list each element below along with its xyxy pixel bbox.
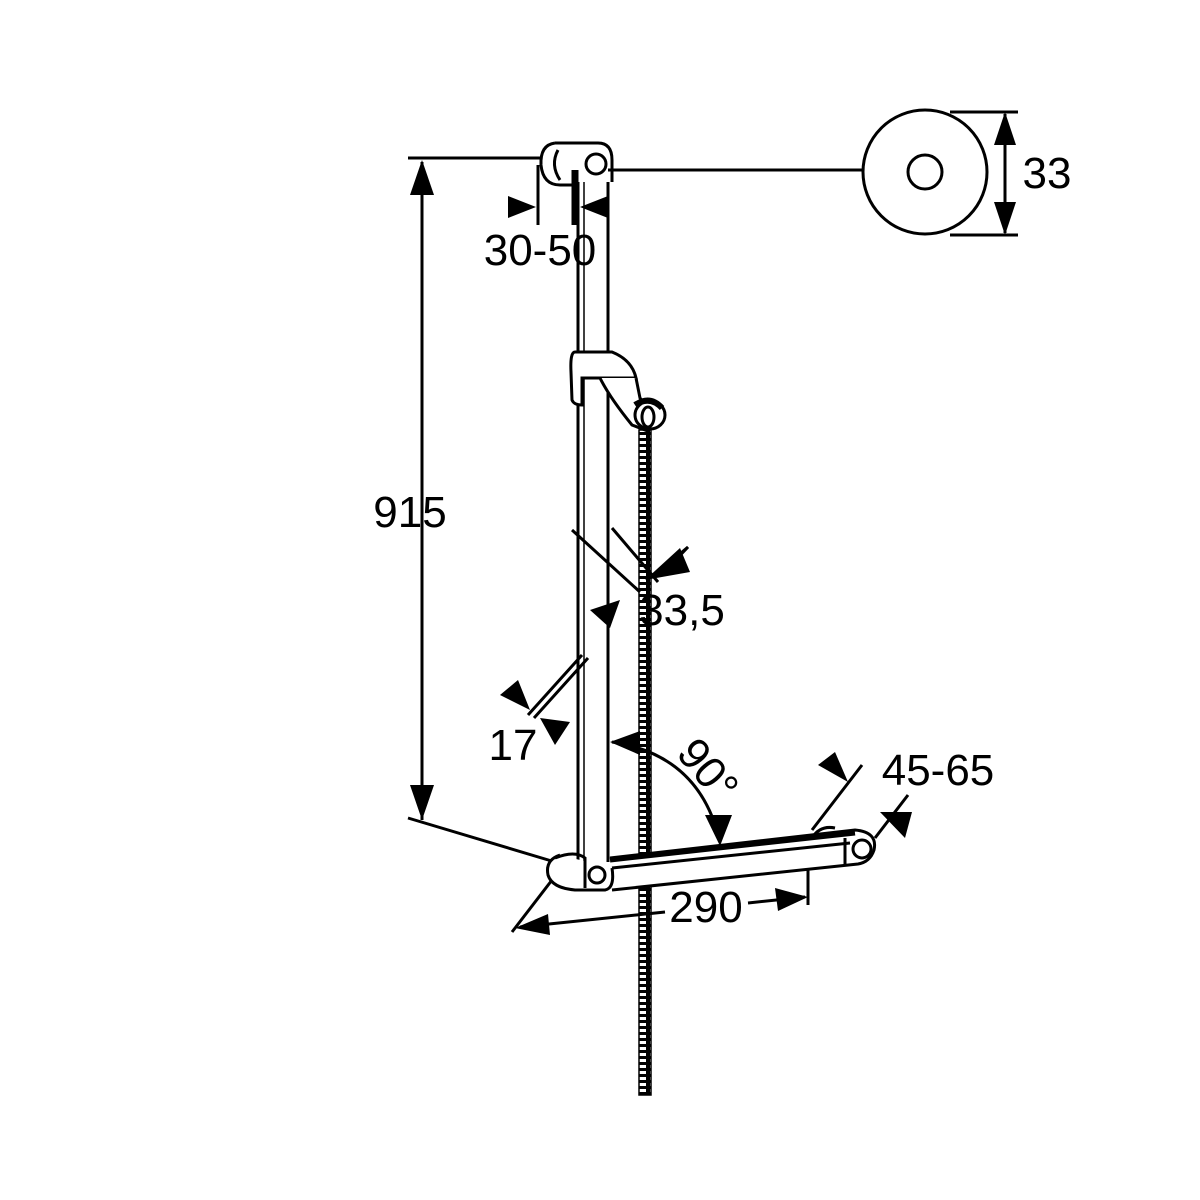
label-wall-distance: 30-50 — [484, 226, 597, 275]
label-rail-height: 915 — [373, 488, 446, 537]
height-dimension — [407, 156, 556, 864]
label-rail-width: 17 — [489, 721, 538, 770]
bottom-shelf — [546, 826, 877, 892]
shelf-depth-dimension — [810, 752, 912, 839]
rail-width-dimension — [500, 653, 590, 745]
shower-rail — [576, 182, 610, 862]
slider-holder — [569, 350, 667, 433]
label-rosette-diameter: 33 — [1023, 149, 1072, 198]
label-shelf-depth: 45-65 — [882, 746, 995, 795]
angle-dimension — [610, 731, 732, 846]
label-shelf-length: 290 — [669, 883, 742, 932]
shelf-length-dimension — [510, 870, 810, 935]
top-bracket — [536, 141, 862, 225]
rail-diameter-dimension — [570, 527, 690, 628]
wall-rosette — [861, 108, 1018, 237]
shower-hose — [638, 429, 652, 1096]
label-angle: 90° — [667, 729, 747, 811]
label-rail-diameter: 33,5 — [639, 586, 725, 635]
